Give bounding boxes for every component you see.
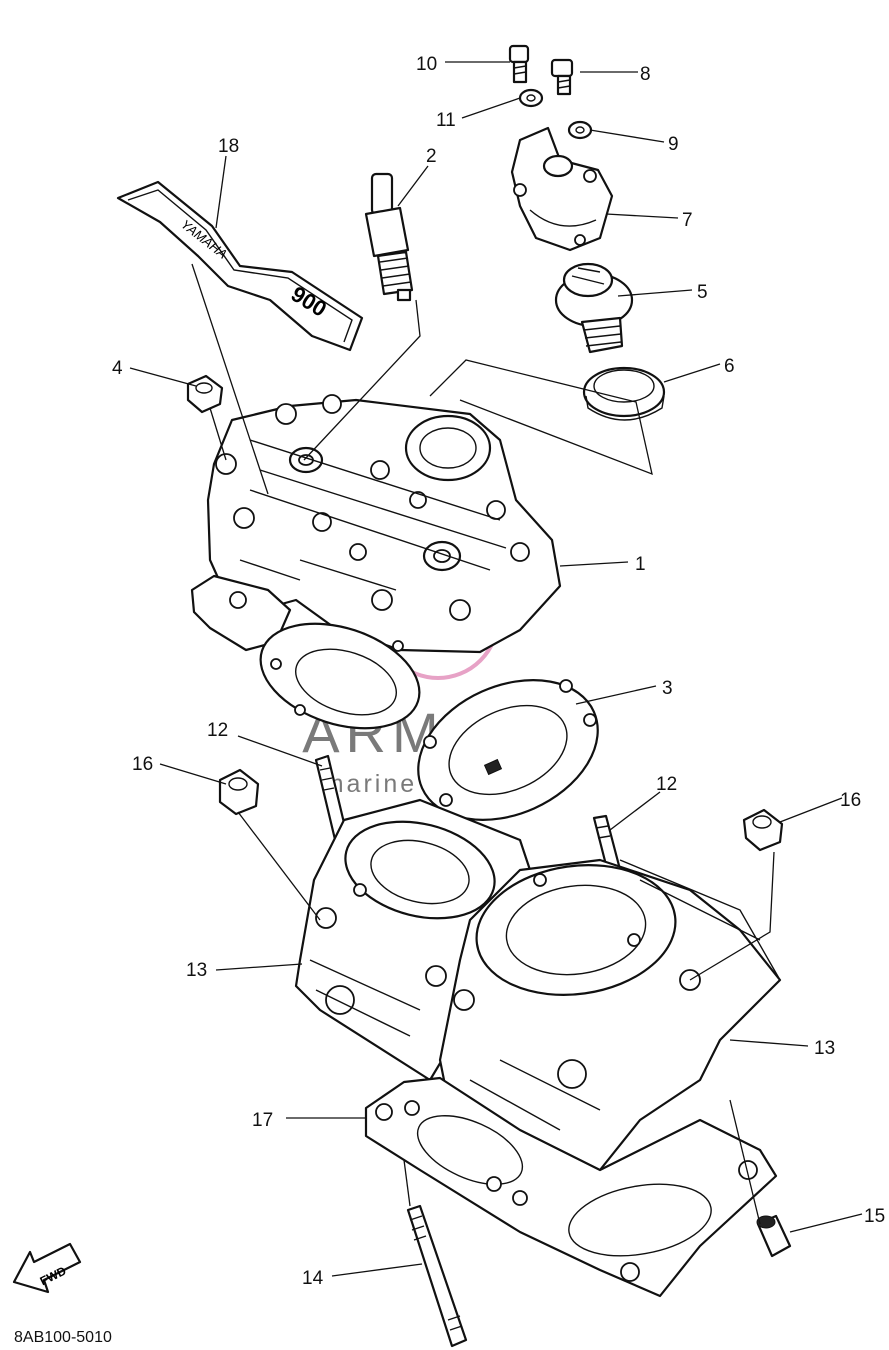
callout-12-left: 12 (207, 720, 228, 741)
callout-16-left: 16 (132, 754, 153, 775)
part-emblem: YAMAHA 900 (116, 180, 364, 352)
part-head-gasket-front (417, 679, 599, 821)
callout-5: 5 (697, 282, 708, 303)
alignment-lines (191, 263, 775, 1225)
part-cylinder-rear (294, 798, 542, 1082)
part-washer-11 (518, 88, 544, 108)
callout-12-right: 12 (656, 774, 677, 795)
fwd-arrow-icon: FWD (12, 1242, 82, 1294)
callout-6: 6 (724, 356, 735, 377)
callout-2: 2 (426, 146, 437, 167)
callout-14: 14 (302, 1268, 324, 1289)
callout-11: 11 (436, 110, 456, 131)
diagram-code: 8AB100-5010 (14, 1329, 112, 1346)
part-spark-plug (364, 172, 414, 302)
part-thermostat-cover (510, 126, 614, 252)
callout-4: 4 (112, 358, 123, 379)
callout-13-left: 13 (186, 960, 207, 981)
callout-9: 9 (668, 134, 679, 155)
part-base-gasket (364, 1076, 778, 1298)
part-cylinder-front (438, 858, 782, 1172)
callout-17: 17 (252, 1110, 273, 1131)
part-thermostat-seal (582, 366, 666, 421)
callout-labels: 1 2 3 4 5 6 7 8 9 10 11 12 12 13 13 14 1… (112, 54, 885, 1289)
callout-8: 8 (640, 64, 651, 85)
part-cylinder-head (190, 394, 562, 654)
part-stud-bolt-14 (406, 1204, 468, 1348)
callout-16-right: 16 (840, 790, 861, 811)
callout-15: 15 (864, 1206, 885, 1227)
callout-7: 7 (682, 210, 693, 231)
callout-1: 1 (635, 554, 646, 575)
part-bolt-10 (508, 44, 530, 84)
part-dowel-pin (756, 1214, 792, 1258)
callout-10: 10 (416, 54, 437, 75)
part-nut-16-left (218, 768, 260, 816)
callout-leaders (129, 61, 863, 1277)
part-head-gasket-rear (259, 622, 421, 730)
callout-3: 3 (662, 678, 673, 699)
part-thermostat (554, 262, 634, 354)
callout-18: 18 (218, 136, 239, 157)
part-nut-4 (186, 374, 224, 414)
part-washer-9 (567, 120, 593, 140)
part-bolt-8 (550, 58, 574, 96)
callout-13-right: 13 (814, 1038, 835, 1059)
part-nut-16-right (742, 808, 784, 852)
